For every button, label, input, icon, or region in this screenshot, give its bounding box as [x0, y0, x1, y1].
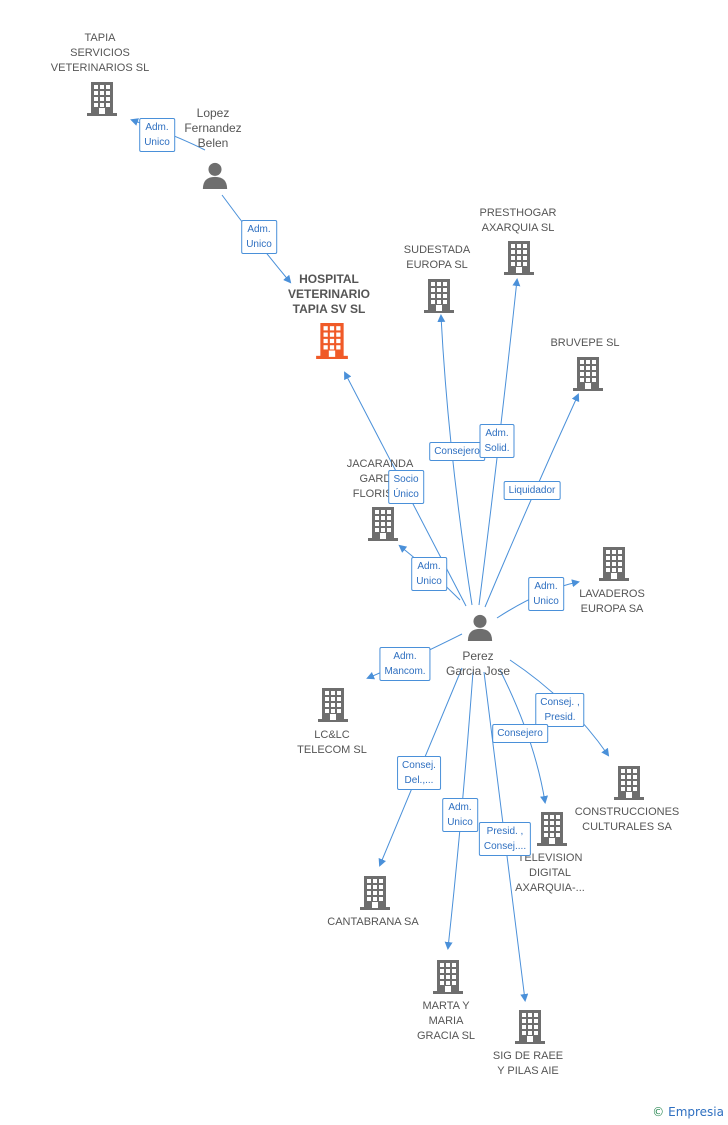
company-name: BRUVEPE SL — [550, 337, 620, 349]
edge-role: Consejero — [434, 446, 480, 457]
company-name: LC&LC TELECOM SL — [297, 729, 367, 756]
building-icon — [87, 82, 117, 116]
edge-label-adm-jacaranda: Adm. Unico — [411, 557, 447, 591]
edge-label-adm-solid: Adm. Solid. — [479, 424, 515, 458]
company-label-lclc[interactable]: LC&LC TELECOM SL — [297, 728, 367, 758]
building-icon — [515, 1010, 545, 1044]
company-label-bruvepe[interactable]: BRUVEPE SL — [550, 336, 619, 351]
edge-role: Adm. Unico — [144, 122, 170, 148]
company-label-tapia-servicios[interactable]: TAPIA SERVICIOS VETERINARIOS SL — [51, 31, 149, 76]
edge-role: Liquidador — [508, 485, 556, 496]
edge-role: Adm. Unico — [533, 581, 559, 607]
edge-label-adm-lavaderos: Adm. Unico — [528, 577, 564, 611]
company-name: TELEVISION DIGITAL AXARQUIA-... — [515, 852, 585, 894]
building-icon — [537, 812, 567, 846]
edge-role: Consejero — [497, 728, 543, 739]
focus-building-icon — [316, 323, 348, 359]
building-icon — [368, 507, 398, 541]
edge-label-liquidador: Liquidador — [503, 481, 561, 500]
company-name: TAPIA SERVICIOS VETERINARIOS SL — [50, 32, 150, 74]
edge-role: Adm. Solid. — [484, 428, 510, 454]
edge-label-socio-unico: Socio Único — [388, 470, 424, 504]
edge-role: Presid. , Consej.... — [483, 826, 527, 852]
edge-role: Consej. Del.,... — [402, 760, 436, 786]
company-label-sudestada[interactable]: SUDESTADA EUROPA SL — [404, 243, 470, 273]
company-icons — [87, 82, 644, 1044]
edge-label-consej-del: Consej. Del.,... — [397, 756, 441, 790]
building-icon — [614, 766, 644, 800]
person-label-perez[interactable]: Perez Garcia Jose — [446, 649, 510, 679]
edge-label-presid-consej: Presid. , Consej.... — [478, 822, 532, 856]
company-label-hospital[interactable]: HOSPITAL VETERINARIO TAPIA SV SL — [288, 272, 370, 317]
company-name: CANTABRANA SA — [327, 916, 419, 928]
edge-role: Adm. Mancom. — [384, 651, 426, 677]
edge-role: Adm. Unico — [416, 561, 442, 587]
company-name: SIG DE RAEE Y PILAS AIE — [492, 1050, 564, 1077]
building-icon — [504, 241, 534, 275]
brand-name: Empresia — [668, 1105, 724, 1119]
edge-label-consejero-sudestada: Consejero — [429, 442, 485, 461]
person-name: Perez Garcia Jose — [445, 649, 511, 678]
empresia-watermark: © Empresia — [652, 1105, 724, 1119]
company-label-television[interactable]: TELEVISION DIGITAL AXARQUIA-... — [515, 851, 585, 896]
edge-label-lopez-tapia: Adm. Unico — [139, 118, 175, 152]
person-icon — [467, 614, 493, 641]
edge-role: Consej. , Presid. — [540, 697, 580, 723]
edge-role: Adm. Unico — [246, 224, 272, 250]
edge-label-consej-presid: Consej. , Presid. — [535, 693, 585, 727]
person-label-lopez[interactable]: Lopez Fernandez Belen — [184, 106, 241, 151]
company-label-sig[interactable]: SIG DE RAEE Y PILAS AIE — [493, 1049, 563, 1079]
company-name: SUDESTADA EUROPA SL — [403, 244, 471, 271]
company-label-lavaderos[interactable]: LAVADEROS EUROPA SA — [579, 587, 645, 617]
building-icon — [424, 279, 454, 313]
company-label-presthogar[interactable]: PRESTHOGAR AXARQUIA SL — [479, 206, 556, 236]
edge-label-consejero-television: Consejero — [492, 724, 548, 743]
edge-role: Adm. Unico — [447, 802, 473, 828]
edge-role: Socio Único — [393, 474, 419, 500]
building-icon — [573, 357, 603, 391]
edge-label-adm-marta: Adm. Unico — [442, 798, 478, 832]
company-name: CONSTRUCCIONES CULTURALES SA — [574, 806, 680, 833]
company-label-marta[interactable]: MARTA Y MARIA GRACIA SL — [417, 999, 475, 1044]
building-icon — [599, 547, 629, 581]
person-icon — [202, 162, 228, 189]
company-name: MARTA Y MARIA GRACIA SL — [416, 1000, 476, 1042]
building-icon — [318, 688, 348, 722]
company-label-cantabrana[interactable]: CANTABRANA SA — [327, 915, 419, 930]
company-name: PRESTHOGAR AXARQUIA SL — [479, 207, 557, 234]
company-name: LAVADEROS EUROPA SA — [579, 588, 645, 615]
person-name: Lopez Fernandez Belen — [184, 106, 242, 150]
edge-perez-bruvepe — [484, 393, 580, 608]
edge-label-lopez-hospital: Adm. Unico — [241, 220, 277, 254]
company-label-construcciones[interactable]: CONSTRUCCIONES CULTURALES SA — [575, 805, 680, 835]
company-name: HOSPITAL VETERINARIO TAPIA SV SL — [287, 272, 371, 316]
edge-label-adm-mancom: Adm. Mancom. — [379, 647, 431, 681]
copyright-icon: © — [652, 1105, 665, 1119]
building-icon — [433, 960, 463, 994]
building-icon — [360, 876, 390, 910]
